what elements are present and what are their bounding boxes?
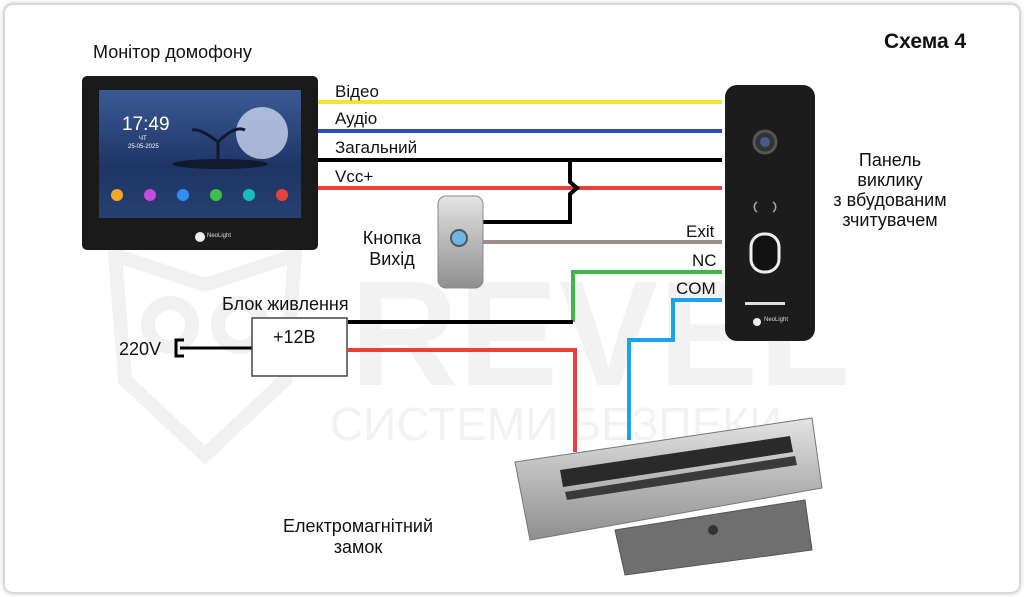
diagram-title: Схема 4 [884,30,967,53]
power-supply-output: +12В [273,327,316,347]
diagram-frame [3,3,1021,594]
call-panel-device [725,85,815,341]
power-supply-box [251,317,348,377]
wire-label-common: Загальний [335,138,418,157]
wire-common-to-button [482,160,581,224]
lock-label-line: Електромагнітний [282,516,434,536]
exit-button-label-line: Кнопка [362,228,422,248]
plug-icon [174,338,184,358]
lock-label: Електромагнітний замок [258,516,458,558]
intercom-monitor [82,76,318,250]
wire-psu-positive [348,348,577,452]
power-supply-label: Блок живлення [222,294,349,314]
app-icons [111,189,288,201]
monitor-time: 17:49 [122,114,170,135]
monitor-label: Монітор домофону [93,42,252,62]
panel-label-line: Панель [858,150,922,170]
wire-label-audio: Аудіо [335,109,378,128]
power-supply-input: 220V [119,339,162,359]
wire-com [627,298,722,440]
monitor-day: ЧТ [139,136,147,142]
wire-label-video: Відео [335,82,379,101]
panel-label: Панель виклику з вбудованим зчитувачем [830,150,950,230]
panel-label-line: виклику [857,170,923,190]
electromagnetic-lock-device [514,417,823,576]
lock-label-line: замок [333,537,383,557]
panel-label-line: зчитувачем [842,210,938,230]
monitor-date: 25-05-2025 [128,144,159,150]
wire-label-exit: Exit [686,222,715,241]
wire-label-nc: NC [692,251,717,270]
panel-brand: NeoLight [764,317,789,323]
exit-button-label: Кнопка Вихід [352,228,432,270]
exit-button-device [437,195,484,289]
wire-label-vcc: Vcc+ [335,167,374,186]
panel-label-line: з вбудованим [833,190,947,210]
exit-button-label-line: Вихід [369,249,415,269]
monitor-brand: NeoLight [207,233,232,239]
wire-nc [571,270,722,322]
wire-label-com: COM [676,279,716,298]
